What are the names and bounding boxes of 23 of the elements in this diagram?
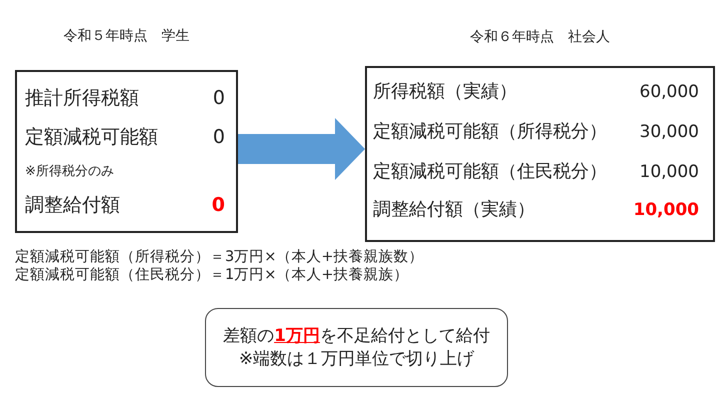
row-label: 定額減税可能額	[25, 126, 158, 148]
footnote-text: ※所得税分のみ	[25, 164, 114, 180]
row-label: 定額減税可能額（所得税分）	[373, 121, 607, 143]
row-label: 推計所得税額	[25, 86, 139, 110]
amount-value: 10,000	[633, 200, 699, 220]
column-heading: 令和５年時点 学生	[64, 28, 190, 44]
amount-value: 0	[212, 126, 225, 148]
footnote-text: ※端数は１万円単位で切り上げ	[238, 348, 474, 370]
formula-text: 定額減税可能額（所得税分）＝3万円×（本人+扶養親族数）	[15, 249, 424, 266]
row-label: 所得税額（実績）	[373, 81, 517, 103]
amount-value: 60,000	[640, 82, 699, 102]
amount-value: 30,000	[640, 122, 699, 142]
row-label: 調整給付額	[25, 194, 120, 216]
note-panel	[205, 308, 508, 387]
column-heading: 令和６年時点 社会人	[470, 28, 610, 46]
amount-value: 0	[212, 194, 225, 216]
block-arrow	[238, 118, 365, 180]
amount-value: 0	[212, 86, 225, 110]
amount-value: 10,000	[640, 162, 699, 182]
note-text: 差額の1万円を不足給付として給付	[223, 324, 490, 348]
formula-text: 定額減税可能額（住民税分）＝1万円×（本人+扶養親族）	[15, 267, 409, 284]
row-label: 定額減税可能額（住民税分）	[373, 161, 607, 183]
row-label: 調整給付額（実績）	[373, 199, 535, 221]
